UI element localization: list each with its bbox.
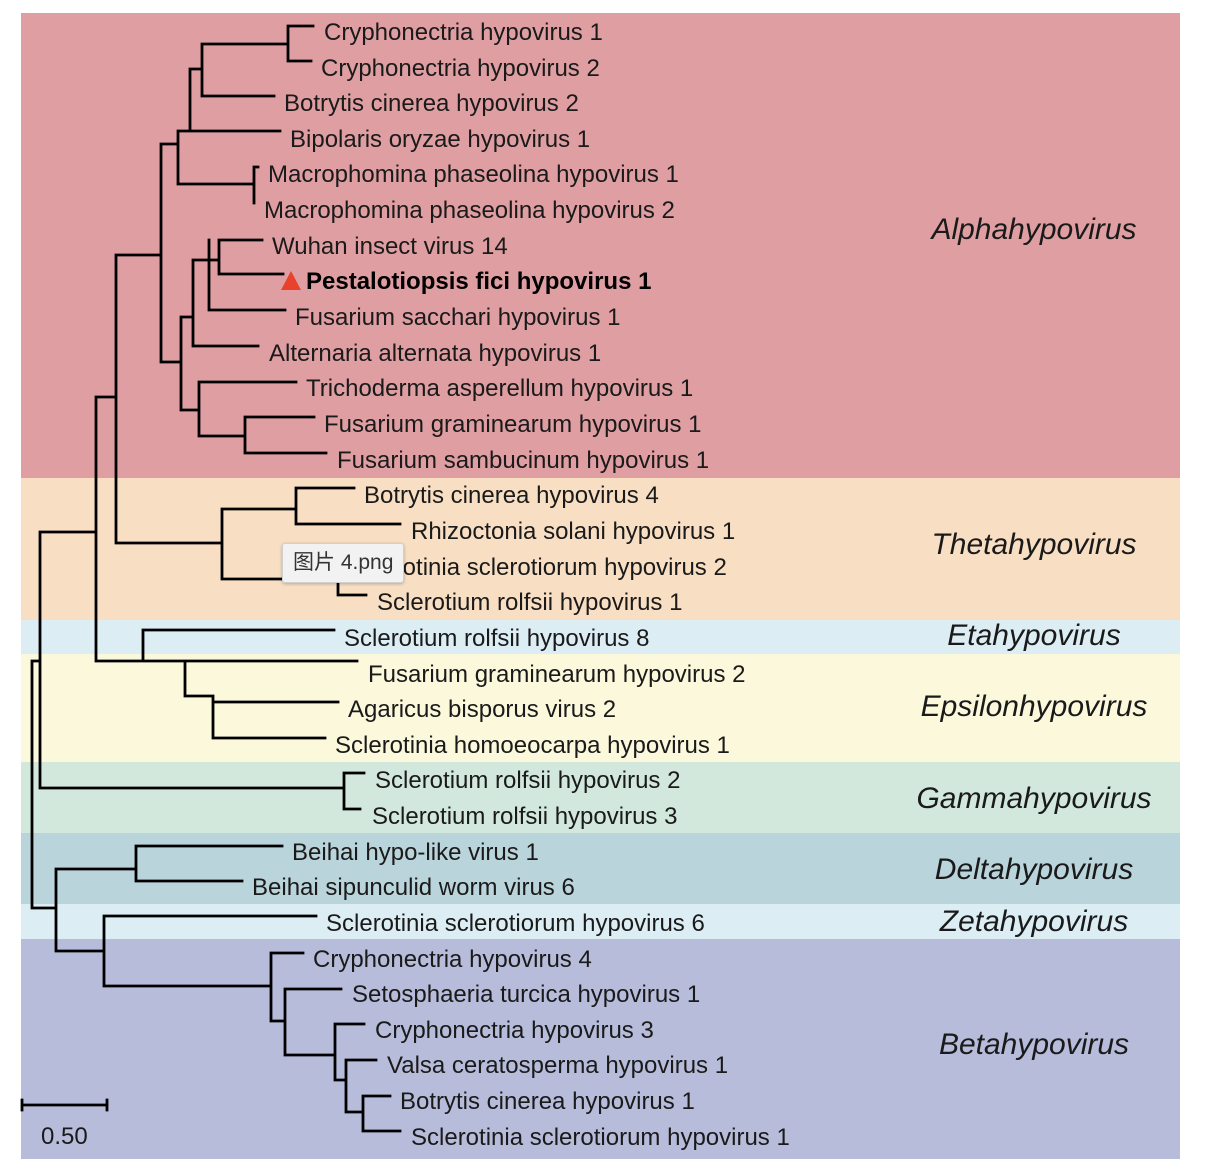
taxon-label: Bipolaris oryzae hypovirus 1 <box>290 126 590 153</box>
clade-band-gammahypovirus <box>21 762 1180 833</box>
taxon-label: Trichoderma asperellum hypovirus 1 <box>306 375 693 402</box>
taxon-label: Sclerotinia sclerotiorum hypovirus 2 <box>348 554 727 581</box>
scale-bar-line <box>20 1098 109 1112</box>
clade-band-etahypovirus <box>21 620 1180 654</box>
taxon-label: Rhizoctonia solani hypovirus 1 <box>411 518 735 545</box>
taxon-label: Sclerotinia sclerotiorum hypovirus 1 <box>411 1124 790 1151</box>
taxon-label: Botrytis cinerea hypovirus 4 <box>364 482 659 509</box>
taxon-label: Fusarium graminearum hypovirus 1 <box>324 411 701 438</box>
taxon-label: Agaricus bisporus virus 2 <box>348 696 616 723</box>
genus-label-etahypovirus: Etahypovirus <box>947 619 1120 652</box>
taxon-label: Setosphaeria turcica hypovirus 1 <box>352 981 700 1008</box>
triangle-marker-icon <box>281 271 301 290</box>
taxon-label-highlighted: Pestalotiopsis fici hypovirus 1 <box>306 268 651 295</box>
taxon-label: Macrophomina phaseolina hypovirus 1 <box>268 161 679 188</box>
genus-label-zetahypovirus: Zetahypovirus <box>939 905 1128 938</box>
taxon-label: Cryphonectria hypovirus 2 <box>321 55 600 82</box>
taxon-label: Fusarium sambucinum hypovirus 1 <box>337 447 709 474</box>
taxon-label: Wuhan insect virus 14 <box>272 233 508 260</box>
taxon-label: Cryphonectria hypovirus 1 <box>324 19 603 46</box>
genus-label-gammahypovirus: Gammahypovirus <box>916 782 1151 815</box>
clade-band-thetahypovirus <box>21 478 1180 620</box>
clade-bands <box>21 13 1180 1159</box>
taxon-label: Sclerotium rolfsii hypovirus 1 <box>377 589 682 616</box>
scale-bar-label: 0.50 <box>41 1123 88 1150</box>
taxon-label: Cryphonectria hypovirus 3 <box>375 1017 654 1044</box>
taxon-label: Valsa ceratosperma hypovirus 1 <box>387 1052 728 1079</box>
taxon-label: Sclerotium rolfsii hypovirus 2 <box>375 767 680 794</box>
image-filename-tooltip: 图片 4.png <box>282 543 405 583</box>
taxon-label: Fusarium graminearum hypovirus 2 <box>368 661 745 688</box>
taxon-labels: Cryphonectria hypovirus 1 Cryphonectria … <box>252 19 790 1151</box>
taxon-label: Botrytis cinerea hypovirus 1 <box>400 1088 695 1115</box>
taxon-label: Botrytis cinerea hypovirus 2 <box>284 90 579 117</box>
taxon-label: Alternaria alternata hypovirus 1 <box>269 340 601 367</box>
genus-label-deltahypovirus: Deltahypovirus <box>935 853 1133 886</box>
genus-label-betahypovirus: Betahypovirus <box>939 1028 1129 1061</box>
scale-bar: 0.50 <box>20 1098 109 1150</box>
tree-branches <box>30 24 402 1133</box>
genus-labels: Alphahypovirus Thetahypovirus Etahypovir… <box>916 213 1151 1061</box>
genus-label-thetahypovirus: Thetahypovirus <box>931 528 1136 561</box>
taxon-label: Macrophomina phaseolina hypovirus 2 <box>264 197 675 224</box>
clade-band-alphahypovirus <box>21 13 1180 478</box>
taxon-label: Sclerotinia sclerotiorum hypovirus 6 <box>326 910 705 937</box>
taxon-label: Sclerotium rolfsii hypovirus 3 <box>372 803 677 830</box>
genus-label-alphahypovirus: Alphahypovirus <box>929 213 1136 246</box>
taxon-label: Beihai hypo-like virus 1 <box>292 839 539 866</box>
taxon-label: Sclerotinia homoeocarpa hypovirus 1 <box>335 732 730 759</box>
taxon-label: Cryphonectria hypovirus 4 <box>313 946 592 973</box>
taxon-label: Fusarium sacchari hypovirus 1 <box>295 304 620 331</box>
taxon-label: Beihai sipunculid worm virus 6 <box>252 874 575 901</box>
clade-band-zetahypovirus <box>21 904 1180 939</box>
taxon-label: Sclerotium rolfsii hypovirus 8 <box>344 625 649 652</box>
genus-label-epsilonhypovirus: Epsilonhypovirus <box>921 690 1148 723</box>
clade-band-betahypovirus <box>21 939 1180 1159</box>
